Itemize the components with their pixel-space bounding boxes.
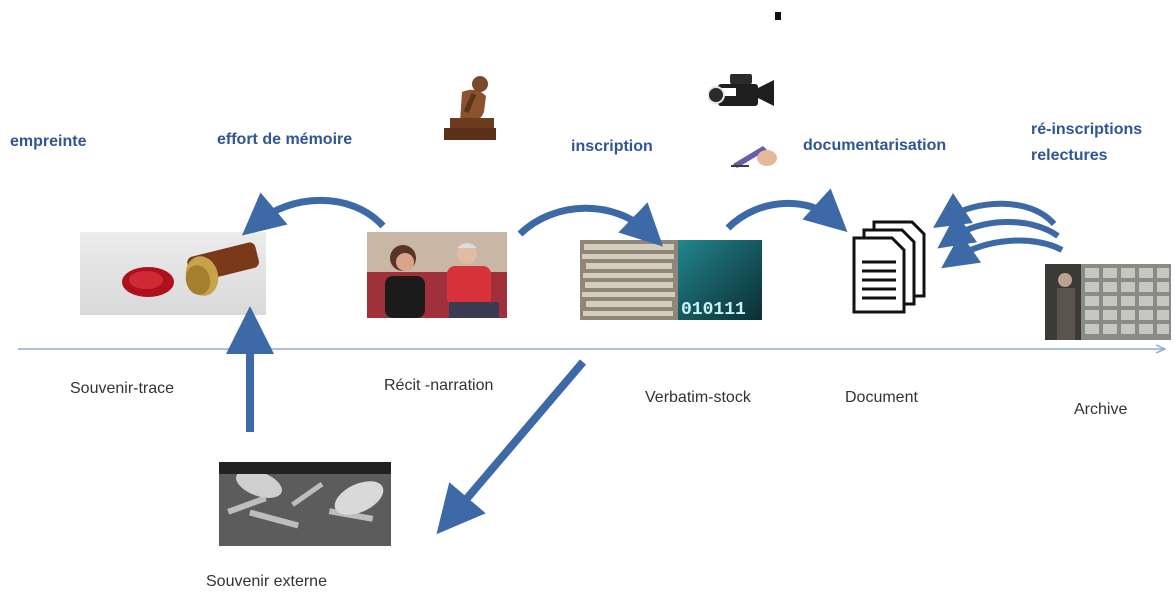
label-inscription: inscription [571,138,653,155]
interview-image [367,232,507,318]
arrow-reinscription-2 [937,212,1060,249]
archive-room-image [1045,264,1171,340]
arrow-reinscription-1 [933,193,1057,228]
hands-photo-image [219,462,391,546]
binary-text: 010111 [681,300,746,320]
seal-image [80,232,266,315]
label-empreinte: empreinte [10,133,87,150]
label-verbatim-stock: Verbatim-stock [645,389,751,406]
label-archive: Archive [1074,401,1128,418]
label-re-inscriptions: ré-inscriptions [1031,121,1143,138]
arrow-inscription [517,202,664,247]
label-souvenir-externe: Souvenir externe [206,573,327,590]
label-souvenir-trace: Souvenir-trace [70,380,175,397]
document-icon [850,218,928,314]
video-camera-icon [708,68,778,116]
top-dot-mark [775,12,781,20]
arrow-effort-de-memoire [241,192,386,236]
label-recit-narration: Récit -narration [384,377,494,394]
label-document: Document [845,389,918,406]
arrow-verbatim-to-souvenir-externe [436,359,587,535]
writing-hand-icon [729,142,779,168]
thinker-statue-icon [440,72,500,142]
arrow-reinscription-3 [941,232,1064,269]
label-effort-de-memoire: effort de mémoire [217,131,353,148]
label-relectures: relectures [1031,147,1108,164]
arrow-documentarisation [725,188,848,233]
archive-stack-image: 010111 [580,240,762,320]
label-documentarisation: documentarisation [803,137,947,154]
